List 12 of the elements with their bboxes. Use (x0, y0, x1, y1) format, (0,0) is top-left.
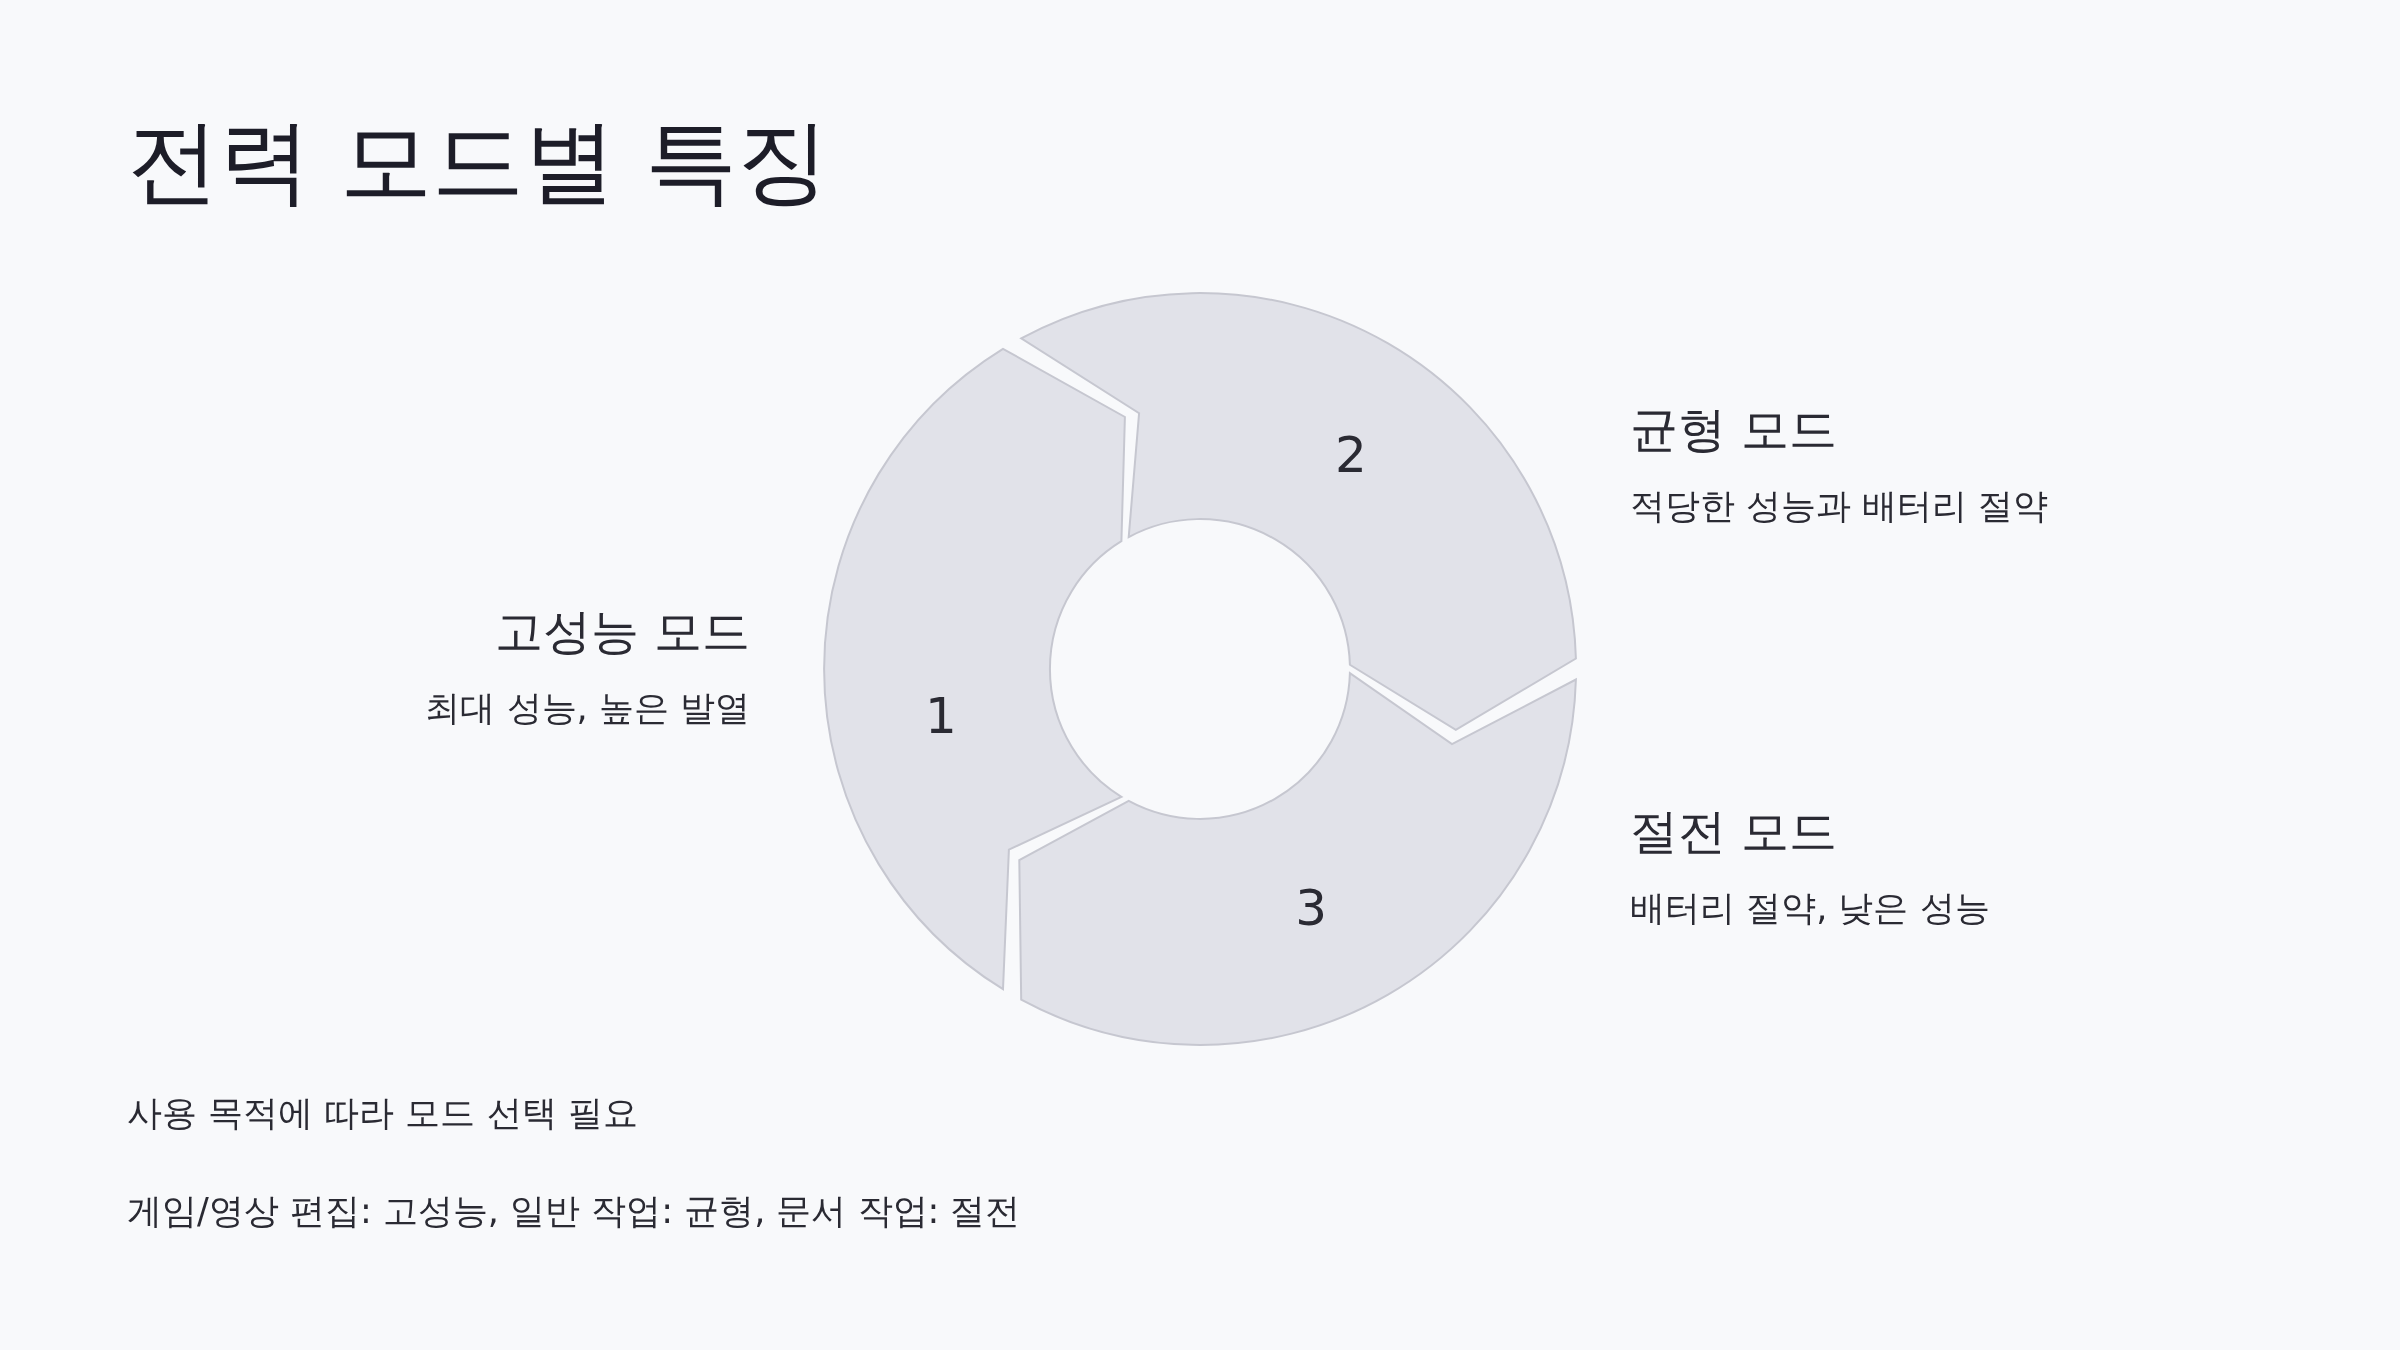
mode-heading: 고성능 모드 (494, 602, 750, 661)
mode-description: 적당한 성능과 배터리 절약 (1630, 485, 2049, 528)
step-number: 2 (1334, 425, 1367, 484)
note-text: 사용 목적에 따라 모드 선택 필요 (127, 1092, 638, 1135)
mode-description: 최대 성능, 높은 발열 (425, 687, 750, 730)
mode-heading: 절전 모드 (1630, 802, 1838, 861)
step-number: 3 (1295, 879, 1328, 938)
note-text: 게임/영상 편집: 고성능, 일반 작업: 균형, 문서 작업: 절전 (127, 1190, 1021, 1233)
title: 전력 모드별 특징 (127, 107, 830, 217)
mode-heading: 균형 모드 (1630, 400, 1838, 459)
mode-description: 배터리 절약, 낮은 성능 (1630, 887, 1990, 930)
step-number: 1 (925, 686, 957, 745)
